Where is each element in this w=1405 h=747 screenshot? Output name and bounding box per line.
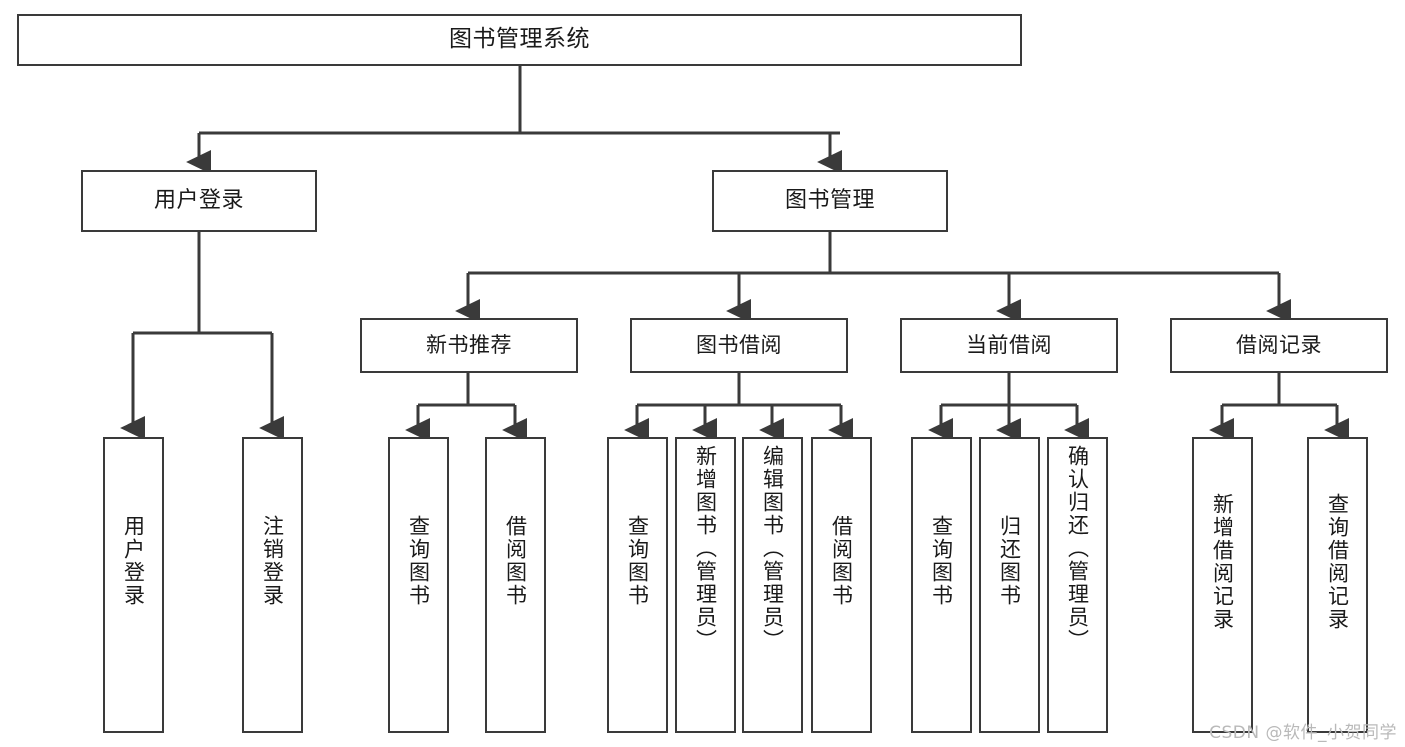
- node-leaf-confirm-return-admin[interactable]: 确认归还（管理员）: [1047, 437, 1108, 733]
- edge-group-book-manage: [455, 232, 1291, 323]
- node-label: 借阅图书: [829, 515, 854, 607]
- node-borrow-record[interactable]: 借阅记录: [1170, 318, 1388, 373]
- node-leaf-edit-book-admin[interactable]: 编辑图书（管理员）: [742, 437, 803, 733]
- node-new-book-recommend[interactable]: 新书推荐: [360, 318, 578, 373]
- node-label: 确认归还（管理员）: [1065, 445, 1090, 652]
- node-label: 当前借阅: [966, 333, 1052, 358]
- node-book-borrow[interactable]: 图书借阅: [630, 318, 848, 373]
- node-user-login[interactable]: 用户登录: [81, 170, 317, 232]
- node-label: 查询借阅记录: [1325, 493, 1350, 631]
- node-leaf-return-book[interactable]: 归还图书: [979, 437, 1040, 733]
- edge-group-root: [186, 65, 842, 174]
- node-leaf-add-borrow-record[interactable]: 新增借阅记录: [1192, 437, 1253, 733]
- node-label: 查询图书: [929, 515, 954, 607]
- node-root-book-management-system[interactable]: 图书管理系统: [17, 14, 1022, 66]
- node-leaf-borrow-book-2[interactable]: 借阅图书: [811, 437, 872, 733]
- node-label: 用户登录: [121, 515, 146, 607]
- node-label: 新增借阅记录: [1210, 493, 1235, 631]
- node-book-management[interactable]: 图书管理: [712, 170, 948, 232]
- node-leaf-query-book-2[interactable]: 查询图书: [607, 437, 668, 733]
- node-label: 查询图书: [406, 515, 431, 607]
- edge-group-current-borrow: [928, 373, 1089, 442]
- edge-group-new-book: [405, 373, 527, 442]
- node-leaf-user-login[interactable]: 用户登录: [103, 437, 164, 733]
- node-leaf-query-book-3[interactable]: 查询图书: [911, 437, 972, 733]
- node-label: 归还图书: [997, 515, 1022, 607]
- node-label: 查询图书: [625, 515, 650, 607]
- node-label: 用户登录: [153, 188, 244, 214]
- node-leaf-add-book-admin[interactable]: 新增图书（管理员）: [675, 437, 736, 733]
- watermark-text: CSDN @软件_小贺同学: [1209, 723, 1397, 743]
- node-label: 新书推荐: [426, 333, 512, 358]
- node-label: 编辑图书（管理员）: [760, 445, 785, 652]
- node-leaf-borrow-book-1[interactable]: 借阅图书: [485, 437, 546, 733]
- edge-group-user-login: [120, 232, 284, 440]
- node-leaf-query-borrow-record[interactable]: 查询借阅记录: [1307, 437, 1368, 733]
- node-leaf-query-book-1[interactable]: 查询图书: [388, 437, 449, 733]
- edge-group-borrow-record: [1209, 373, 1349, 442]
- edge-group-borrow: [624, 373, 853, 442]
- node-label: 图书管理系统: [449, 26, 590, 53]
- node-label: 图书借阅: [696, 333, 782, 358]
- node-label: 借阅图书: [503, 515, 528, 607]
- node-current-borrow[interactable]: 当前借阅: [900, 318, 1118, 373]
- node-label: 图书管理: [784, 188, 875, 214]
- node-label: 注销登录: [260, 515, 285, 607]
- node-label: 借阅记录: [1236, 333, 1322, 358]
- node-leaf-logout[interactable]: 注销登录: [242, 437, 303, 733]
- node-label: 新增图书（管理员）: [693, 445, 718, 652]
